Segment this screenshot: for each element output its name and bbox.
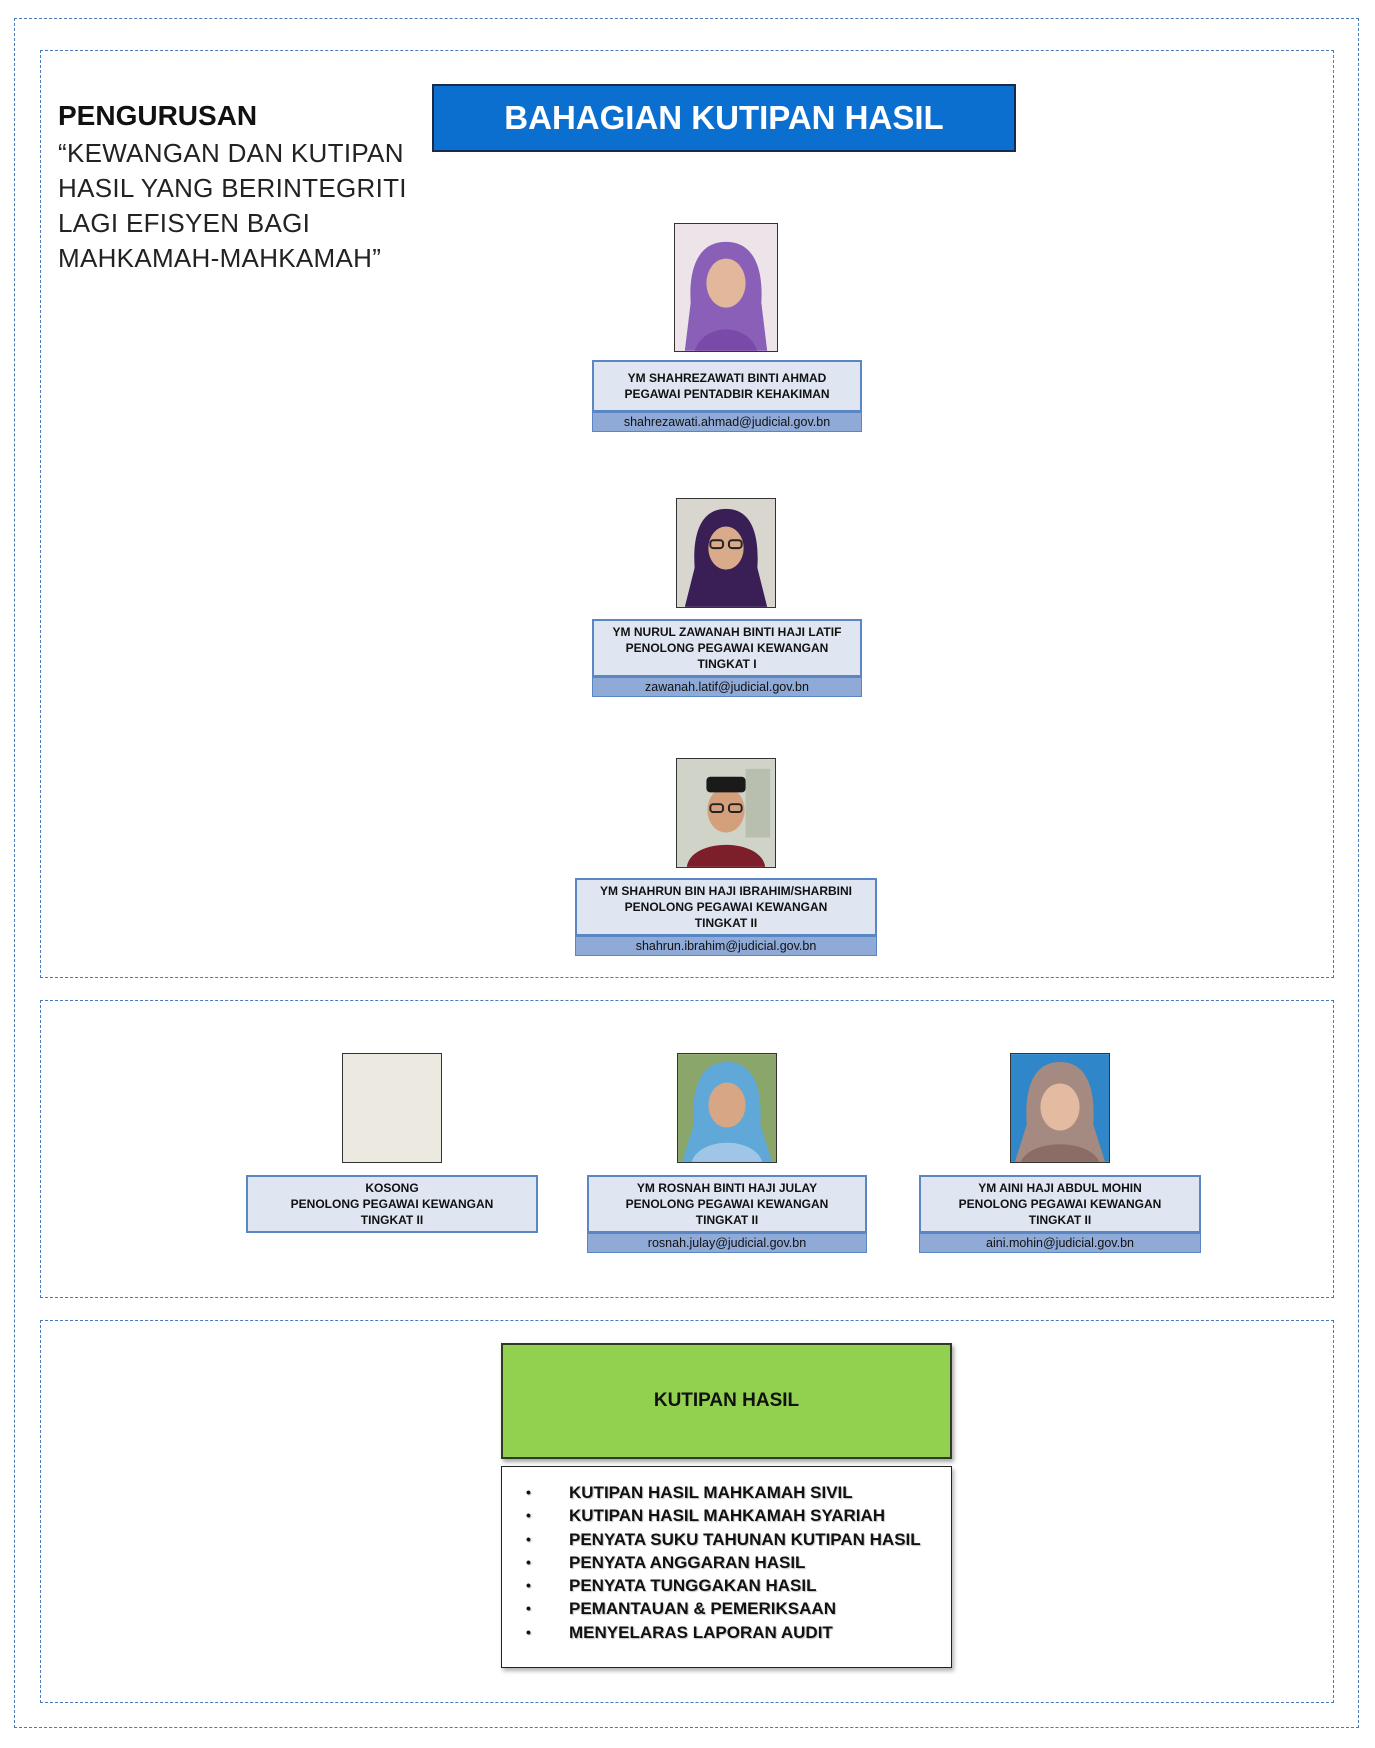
management-section bbox=[40, 50, 1334, 978]
bullet: • bbox=[526, 1530, 531, 1547]
duty-item: • KUTIPAN HASIL MAHKAMAH SIVIL bbox=[502, 1481, 951, 1504]
bullet: • bbox=[526, 1484, 531, 1500]
staff-photo-shahrun bbox=[676, 758, 776, 868]
portrait-photo-icon bbox=[678, 1054, 776, 1162]
portrait-photo-icon bbox=[677, 499, 775, 607]
bullet: • bbox=[526, 1577, 531, 1594]
bullet: • bbox=[526, 1600, 531, 1617]
staff-email[interactable]: rosnah.julay@judicial.gov.bn bbox=[587, 1233, 867, 1253]
duty-text: PENYATA TUNGGAKAN HASIL bbox=[569, 1576, 817, 1596]
staff-photo-zawanah bbox=[676, 498, 776, 608]
duty-item: • PENYATA TUNGGAKAN HASIL bbox=[502, 1574, 951, 1597]
duty-text: KUTIPAN HASIL MAHKAMAH SYARIAH bbox=[569, 1506, 886, 1526]
staff-card-vacant: KOSONG PENOLONG PEGAWAI KEWANGAN TINGKAT… bbox=[246, 1175, 538, 1233]
staff-card-shahrezawati: YM SHAHREZAWATI BINTI AHMAD PEGAWAI PENT… bbox=[592, 360, 862, 432]
motto-line: HASIL YANG BERINTEGRITI bbox=[58, 173, 407, 203]
blank-photo-placeholder-icon bbox=[342, 1053, 442, 1163]
staff-name: YM SHAHREZAWATI BINTI AHMAD bbox=[627, 371, 827, 385]
staff-email[interactable]: shahrun.ibrahim@judicial.gov.bn bbox=[575, 936, 877, 956]
portrait-photo-icon bbox=[675, 224, 777, 351]
division-title: BAHAGIAN KUTIPAN HASIL bbox=[432, 84, 1016, 152]
unit-duties-box: • KUTIPAN HASIL MAHKAMAH SIVIL • KUTIPAN H… bbox=[501, 1466, 952, 1668]
management-heading: PENGURUSAN bbox=[58, 100, 258, 131]
staff-name: YM ROSNAH BINTI HAJI JULAY bbox=[636, 1181, 818, 1195]
staff-position: PENOLONG PEGAWAI KEWANGAN bbox=[625, 641, 829, 655]
duty-text: MENYELARAS LAPORAN AUDIT bbox=[569, 1622, 833, 1642]
motto-line: MAHKAMAH-MAHKAMAH” bbox=[58, 243, 382, 273]
staff-grade: TINGKAT II bbox=[694, 916, 758, 930]
staff-card-rosnah: YM ROSNAH BINTI HAJI JULAY PENOLONG PEGA… bbox=[587, 1175, 867, 1253]
motto-line: “KEWANGAN DAN KUTIPAN bbox=[58, 138, 404, 168]
duty-item: • PENYATA SUKU TAHUNAN KUTIPAN HASIL bbox=[502, 1528, 951, 1551]
outer-frame bbox=[14, 18, 1359, 1728]
staff-email[interactable]: shahrezawati.ahmad@judicial.gov.bn bbox=[592, 412, 862, 432]
staff-photo-rosnah bbox=[677, 1053, 777, 1163]
unit-section bbox=[40, 1320, 1334, 1703]
motto-line: LAGI EFISYEN BAGI bbox=[58, 208, 311, 238]
staff-card-aini: YM AINI HAJI ABDUL MOHIN PENOLONG PEGAWA… bbox=[919, 1175, 1201, 1253]
duty-text: PENYATA SUKU TAHUNAN KUTIPAN HASIL bbox=[569, 1529, 921, 1549]
staff-name: YM AINI HAJI ABDUL MOHIN bbox=[978, 1181, 1142, 1195]
staff-photo-aini bbox=[1010, 1053, 1110, 1163]
staff-email[interactable]: zawanah.latif@judicial.gov.bn bbox=[592, 677, 862, 697]
management-motto: “KEWANGAN DAN KUTIPAN HASIL YANG BERINTE… bbox=[58, 136, 418, 276]
duty-text: KUTIPAN HASIL MAHKAMAH SIVIL bbox=[569, 1483, 853, 1502]
staff-section bbox=[40, 1000, 1334, 1298]
duty-text: PEMANTAUAN & PEMERIKSAAN bbox=[569, 1599, 836, 1619]
staff-position: PENOLONG PEGAWAI KEWANGAN bbox=[290, 1197, 494, 1211]
portrait-photo-icon bbox=[677, 759, 775, 867]
duty-text: PENYATA ANGGARAN HASIL bbox=[569, 1552, 806, 1572]
staff-card-zawanah: YM NURUL ZAWANAH BINTI HAJI LATIF PENOLO… bbox=[592, 619, 862, 697]
duty-item: • PENYATA ANGGARAN HASIL bbox=[502, 1551, 951, 1574]
staff-position: PENOLONG PEGAWAI KEWANGAN bbox=[624, 900, 828, 914]
staff-photo-shahrezawati bbox=[674, 223, 778, 352]
staff-position: PENOLONG PEGAWAI KEWANGAN bbox=[625, 1197, 829, 1211]
staff-grade: TINGKAT II bbox=[360, 1213, 424, 1227]
staff-card-shahrun: YM SHAHRUN BIN HAJI IBRAHIM/SHARBINI PEN… bbox=[575, 878, 877, 956]
staff-email[interactable]: aini.mohin@judicial.gov.bn bbox=[919, 1233, 1201, 1253]
portrait-photo-icon bbox=[1011, 1054, 1109, 1162]
staff-position: PENOLONG PEGAWAI KEWANGAN bbox=[958, 1197, 1162, 1211]
staff-name: KOSONG bbox=[365, 1181, 419, 1195]
bullet: • bbox=[526, 1507, 531, 1524]
unit-title-box: KUTIPAN HASIL bbox=[501, 1343, 952, 1459]
duty-list: • KUTIPAN HASIL MAHKAMAH SIVIL • KUTIPAN H… bbox=[502, 1467, 951, 1644]
bullet: • bbox=[526, 1623, 531, 1640]
bullet: • bbox=[526, 1553, 531, 1570]
duty-item: • KUTIPAN HASIL MAHKAMAH SYARIAH bbox=[502, 1504, 951, 1527]
staff-name: YM SHAHRUN BIN HAJI IBRAHIM/SHARBINI bbox=[599, 884, 852, 898]
duty-item: • MENYELARAS LAPORAN AUDIT bbox=[502, 1621, 951, 1644]
staff-position: PEGAWAI PENTADBIR KEHAKIMAN bbox=[624, 387, 830, 401]
staff-name: YM NURUL ZAWANAH BINTI HAJI LATIF bbox=[612, 625, 842, 639]
duty-item: • PEMANTAUAN & PEMERIKSAAN bbox=[502, 1597, 951, 1620]
staff-grade: TINGKAT I bbox=[697, 657, 757, 671]
staff-grade: TINGKAT II bbox=[695, 1213, 759, 1227]
staff-grade: TINGKAT II bbox=[1028, 1213, 1092, 1227]
